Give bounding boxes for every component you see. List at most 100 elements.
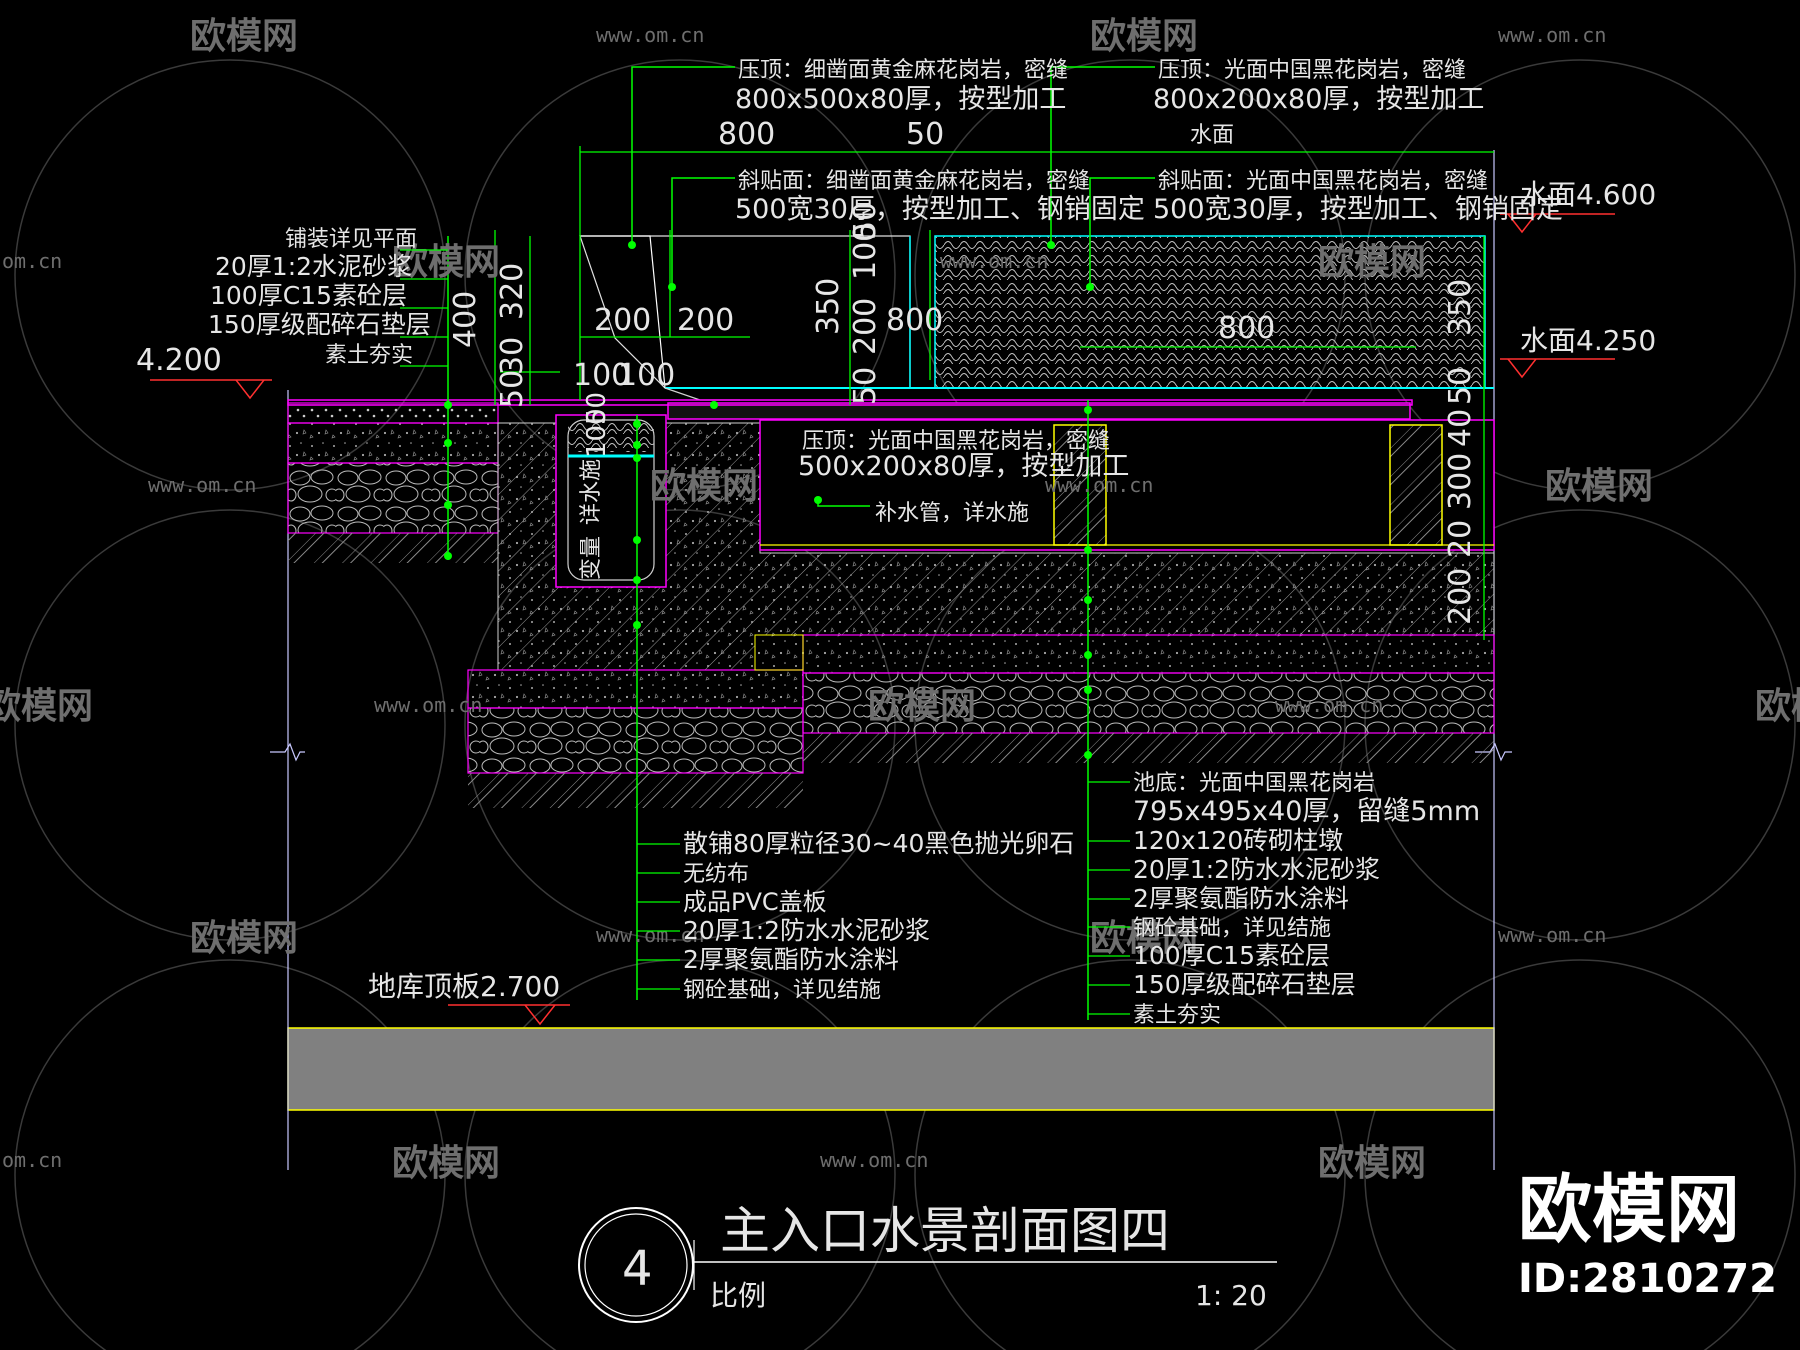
left-layer-4: 素土夯实 — [325, 343, 413, 368]
pool-chamber — [759, 419, 1495, 551]
level-water-top: 水面4.600 — [1520, 178, 1656, 211]
watermark-url: www.om.cn — [596, 23, 704, 47]
level-ground: 4.200 — [136, 343, 222, 378]
top-annotations: 压顶：细凿面黄金麻花岗岩，密缝 800x500x80厚，按型加工 压顶：光面中国… — [735, 58, 1563, 225]
drain-layer-4: 2厚聚氨酯防水涂料 — [683, 945, 899, 974]
note-coping-gold-1: 压顶：细凿面黄金麻花岗岩，密缝 — [738, 58, 1068, 83]
note-drain-1: 详水施 — [579, 459, 604, 525]
scale-label: 比例 — [710, 1279, 766, 1312]
watermark-url: www.om.cn — [374, 693, 482, 717]
dim-50-left: 50 — [495, 370, 530, 408]
brand-watermark: 欧模网 ID:2810272 — [1518, 1167, 1777, 1302]
dim-50-top: 50 — [906, 117, 944, 152]
note-coping-gold-2: 800x500x80厚，按型加工 — [735, 84, 1066, 115]
level-water-low: 水面4.250 — [1520, 324, 1656, 357]
watermark-url: om.cn — [2, 1148, 62, 1172]
drain-layer-leaders — [637, 843, 680, 990]
watermark-url: www.om.cn — [820, 1148, 928, 1172]
dim-200-right: 200 — [1443, 568, 1478, 625]
dim-300-right: 300 — [1443, 453, 1478, 510]
pool-layer-7: 150厚级配碎石垫层 — [1133, 970, 1356, 999]
watermark-brand: 欧模网 — [650, 466, 758, 507]
drawing-title: 主入口水景剖面图四 — [720, 1202, 1170, 1260]
middle-annotations: 压顶：光面中国黑花岗岩，密缝 500x200x80厚，按型加工 补水管，详水施 … — [579, 429, 1129, 580]
watermark-brand: 欧模网 — [190, 16, 298, 57]
pool-layer-0: 池底：光面中国黑花岗岩 — [1133, 771, 1375, 796]
dim-800-pool: 800 — [1218, 311, 1275, 346]
watermark-brand: 欧模网 — [1090, 16, 1198, 57]
dim-30: 30 — [495, 337, 530, 375]
note-pool-coping-1: 压顶：光面中国黑花岗岩，密缝 — [802, 429, 1110, 454]
level-basement: 地库顶板2.700 — [368, 970, 560, 1003]
scale-value: 1: 20 — [1195, 1279, 1267, 1312]
dimension-labels: 800 50 200 200 100 100 400 320 30 50 350… — [448, 117, 1478, 625]
watermark-brand: 欧模网 — [1318, 242, 1426, 283]
pool-layer-5: 钢砼基础，详见结施 — [1133, 916, 1331, 941]
basement-slab — [287, 1027, 1495, 1111]
watermark-brand: 欧模网 — [190, 918, 298, 959]
left-layer-0: 铺装详见平面 — [285, 227, 417, 252]
watermark-brand: 欧模网 — [1318, 1143, 1426, 1184]
note-fill-pipe: 补水管，详水施 — [875, 501, 1029, 526]
note-slope-gold-1: 斜贴面：细凿面黄金麻花岗岩，密缝 — [738, 169, 1090, 194]
drain-layer-0: 散铺80厚粒径30~40黑色抛光卵石 — [683, 829, 1074, 858]
drain-layer-3: 20厚1:2防水水泥砂浆 — [683, 916, 930, 945]
dim-50-mid2: 50 — [848, 367, 883, 405]
note-drain-2: 变量 — [579, 536, 604, 580]
note-slope-gold-2: 500宽30厚，按型加工、钢销固定 — [735, 194, 1145, 225]
pool-layer-leaders — [1088, 781, 1130, 1015]
pool-layer-notes: 池底：光面中国黑花岗岩 795x495x40厚，留缝5mm 120x120砖砌柱… — [1133, 771, 1480, 1028]
level-marks — [150, 213, 1615, 1026]
left-paving-layers — [287, 402, 499, 563]
pool-layer-2: 120x120砖砌柱墩 — [1133, 826, 1343, 855]
note-coping-black-1: 压顶：光面中国黑花岗岩，密缝 — [1158, 58, 1466, 83]
watermark-brand: 欧模网 — [392, 242, 500, 283]
break-mark-left — [270, 742, 305, 762]
big-brand: 欧模网 — [1518, 1167, 1740, 1253]
pool-layer-6: 100厚C15素砼层 — [1133, 941, 1330, 970]
drain-channel — [555, 414, 667, 588]
dim-400: 400 — [448, 291, 483, 348]
drain-layer-5: 钢砼基础，详见结施 — [683, 978, 881, 1003]
watermark-brand: 欧模网 — [1090, 918, 1198, 959]
drain-layer-2: 成品PVC盖板 — [683, 888, 827, 916]
upper-wall — [579, 235, 1494, 401]
watermark-url: www.om.cn — [596, 923, 704, 947]
watermark-url: www.om.cn — [1498, 923, 1606, 947]
watermark-url: www.om.cn — [148, 473, 256, 497]
note-slope-black-2: 500宽30厚，按型加工、钢销固定 — [1153, 194, 1563, 225]
dim-100-drain: 100 — [582, 408, 612, 458]
dim-200-mid: 200 — [848, 298, 883, 355]
watermark-url: www.om.cn — [1498, 23, 1606, 47]
dim-350-right: 350 — [1443, 279, 1478, 336]
pool-layer-4: 2厚聚氨酯防水涂料 — [1133, 884, 1349, 913]
left-layer-1: 20厚1:2水泥砂浆 — [215, 252, 412, 281]
note-water-surface: 水面 — [1190, 123, 1234, 148]
watermark-brand: 欧模网 — [1545, 466, 1653, 507]
dim-320: 320 — [495, 263, 530, 320]
drain-layer-1: 无纺布 — [683, 862, 749, 887]
level-labels: 4.200 水面4.600 水面4.250 地库顶板2.700 — [136, 178, 1656, 1003]
watermark-brand: 欧模网 — [1755, 686, 1800, 727]
dim-40-right: 40 — [1443, 409, 1478, 447]
lower-layers — [467, 634, 1495, 808]
drain-layer-notes: 散铺80厚粒径30~40黑色抛光卵石 无纺布 成品PVC盖板 20厚1:2防水水… — [683, 829, 1074, 1003]
pool-layer-3: 20厚1:2防水水泥砂浆 — [1133, 855, 1380, 884]
dim-100-b: 100 — [618, 358, 675, 393]
title-number: 4 — [622, 1241, 653, 1297]
dim-350-mid: 350 — [811, 278, 846, 335]
dim-20-right: 20 — [1443, 520, 1478, 558]
dim-50-drain: 50 — [582, 392, 612, 425]
dim-50-mid: 50 — [848, 202, 883, 240]
pool-floor-stone — [667, 402, 1411, 420]
dim-200-a: 200 — [594, 303, 651, 338]
model-id: ID:2810272 — [1518, 1256, 1777, 1302]
note-coping-black-2: 800x200x80厚，按型加工 — [1153, 84, 1484, 115]
pool-layer-8: 素土夯实 — [1133, 1003, 1221, 1028]
dimension-lines — [494, 146, 1494, 640]
left-layer-2: 100厚C15素砼层 — [210, 281, 407, 310]
dim-800-mid: 800 — [886, 303, 943, 338]
pool-layer-1: 795x495x40厚，留缝5mm — [1133, 796, 1480, 827]
leader-dots — [444, 241, 1094, 759]
